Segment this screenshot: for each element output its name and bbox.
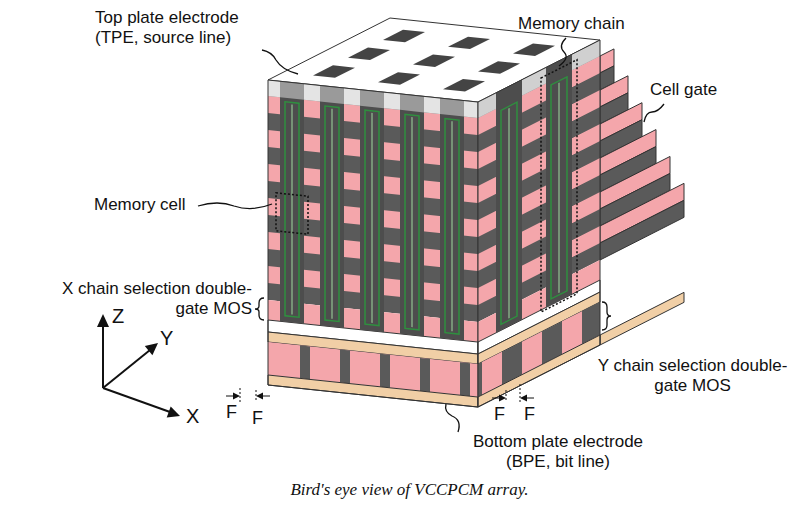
dimension-label: F bbox=[226, 402, 237, 424]
dimension-label: F bbox=[252, 408, 263, 430]
part-label: X chain selection double-gate MOS bbox=[50, 279, 252, 320]
part-label: Top plate electrode (TPE, source line) bbox=[95, 8, 277, 49]
axis-arrowheads bbox=[97, 314, 180, 418]
axis-lines bbox=[103, 324, 170, 412]
axis-label: Z bbox=[112, 304, 124, 328]
dimension-marks bbox=[226, 384, 534, 402]
leader-lines bbox=[198, 38, 664, 432]
axis-label: Y bbox=[160, 326, 173, 350]
part-label: Cell gate bbox=[650, 80, 717, 100]
front-face bbox=[268, 80, 478, 407]
part-label: Y chain selection double-gate MOS bbox=[585, 356, 800, 397]
part-label: Bottom plate electrode (BPE, bit line) bbox=[452, 432, 664, 473]
part-label: Memory cell bbox=[94, 195, 186, 215]
axis-label: X bbox=[186, 404, 199, 428]
part-label: Memory chain bbox=[518, 14, 625, 34]
dimension-arrowheads bbox=[233, 393, 527, 402]
dimension-label: F bbox=[524, 404, 535, 426]
right-face bbox=[478, 0, 684, 407]
figure-caption: Bird's eye view of VCCPCM array. bbox=[4, 480, 811, 500]
dimension-label: F bbox=[494, 404, 505, 426]
